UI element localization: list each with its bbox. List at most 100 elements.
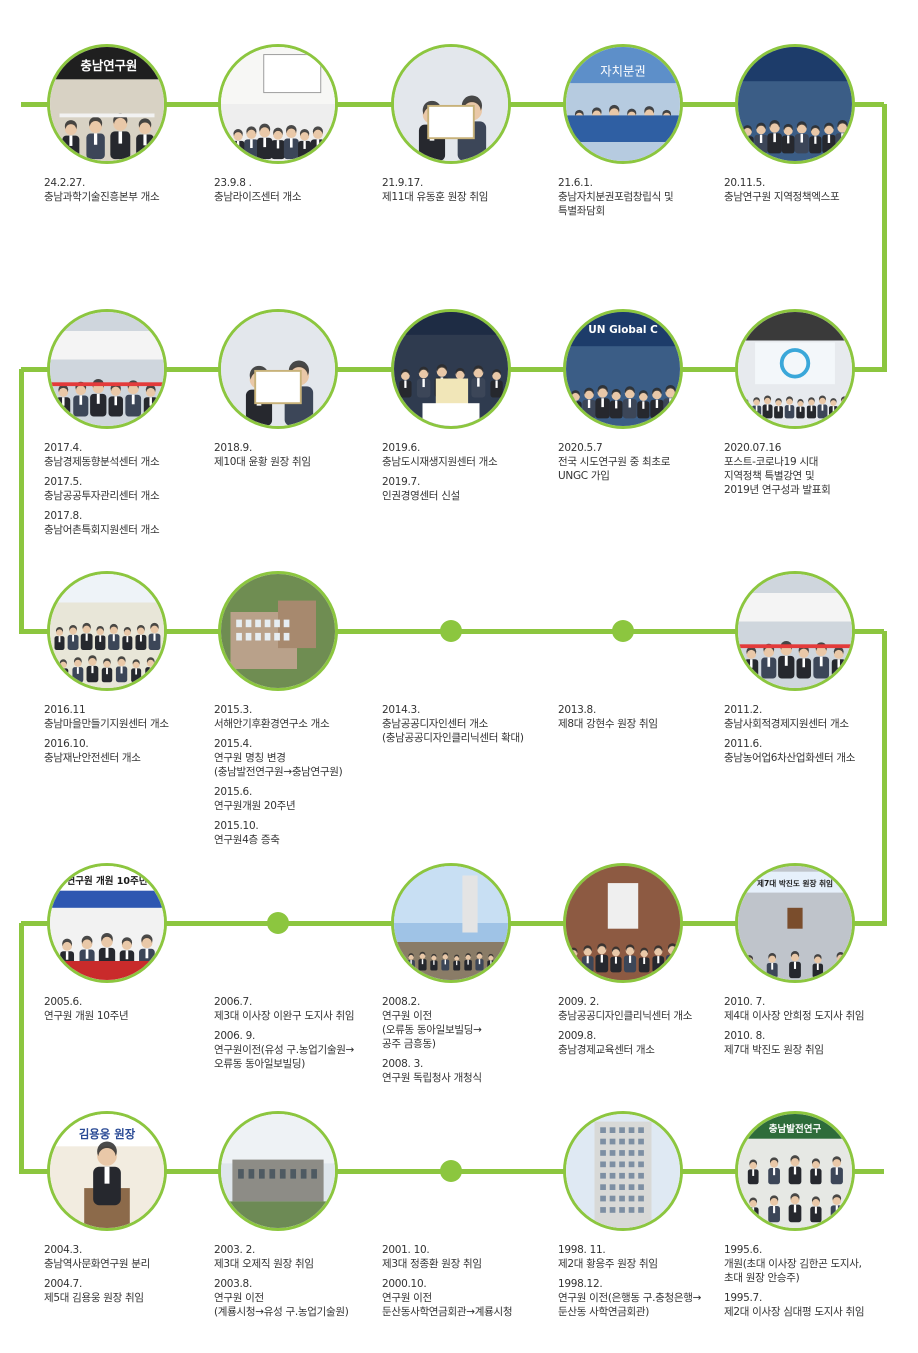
event-text: 충남농어업6차산업화센터 개소	[724, 752, 856, 764]
timeline-event: 21.9.17. 제11대 유동훈 원장 취임	[382, 176, 552, 210]
event-text: 제2대 황응주 원장 취임	[558, 1258, 658, 1270]
photo-building-aerial-icon	[218, 571, 338, 691]
timeline-entry: 2017.4.충남경제동향분석센터 개소	[44, 441, 214, 469]
event-date: 2019.6.	[382, 442, 420, 454]
event-date: 2015.4.	[214, 738, 252, 750]
photo-group-stage-icon	[735, 44, 855, 164]
timeline-event: 23.9.8 .충남라이즈센터 개소	[214, 176, 384, 210]
event-date: 2015.10.	[214, 820, 259, 832]
timeline-entry: 2015.4. 연구원 명칭 변경 (충남발전연구원→충남연구원)	[214, 737, 384, 779]
event-date: 2020.07.16	[724, 442, 782, 454]
event-date: 2015.6.	[214, 786, 252, 798]
timeline-entry: 2003. 2. 제3대 오제직 원장 취임	[214, 1243, 384, 1271]
event-text: 충남공공투자관리센터 개소	[44, 490, 160, 502]
timeline-entry: 2009. 2.충남공공디자인클리닉센터 개소	[558, 995, 728, 1023]
timeline-connector-left-1	[18, 369, 24, 634]
timeline-entry: 2020.07.16 포스트-코로나19 시대 지역정책 특별강연 및 2019년…	[724, 441, 894, 497]
photo-banner-group-icon: 자치분권	[563, 44, 683, 164]
event-date: 2013.8.	[558, 704, 596, 716]
event-text: 연구원 이전 (오류동 동아일보빌딩→ 공주 금흥동)	[382, 1010, 482, 1050]
event-date: 2020.5.7	[558, 442, 603, 454]
photo-ribbon-cutting-icon	[735, 571, 855, 691]
timeline-entry: 2006. 9.연구원이전(유성 구.농업기술원→ 오류동 동아일보빌딩)	[214, 1029, 384, 1071]
event-date: 2017.5.	[44, 476, 82, 488]
timeline-entry: 2000.10.연구원 이전 둔산동사학연금회관→계룡시청	[382, 1277, 552, 1319]
event-date: 21.9.17.	[382, 177, 424, 189]
photo-inauguration-hall-icon: 제7대 박진도 원장 취임	[735, 863, 855, 983]
timeline-entry: 2008. 3.연구원 독립청사 개청식	[382, 1057, 552, 1085]
photo-speech-podium-icon: 김용웅 원장	[47, 1111, 167, 1231]
event-text: 제10대 윤황 원장 취임	[214, 456, 311, 468]
event-date: 2019.7.	[382, 476, 420, 488]
svg-text:UN Global C: UN Global C	[588, 324, 658, 336]
event-text: 제5대 김용웅 원장 취임	[44, 1292, 144, 1304]
event-date: 1998.12.	[558, 1278, 603, 1290]
event-text: 제2대 이사장 심대평 도지사 취임	[724, 1306, 865, 1318]
timeline-event: 2015.3.서해안기후환경연구소 개소 2015.4. 연구원 명칭 변경 (충남…	[214, 703, 384, 853]
event-date: 23.9.8 .	[214, 177, 252, 189]
timeline-dot-marker	[612, 620, 634, 642]
event-text: 연구원개원 20주년	[214, 800, 296, 812]
timeline-event: 2009. 2.충남공공디자인클리닉센터 개소 2009.8.충남경제교육센터 개…	[558, 995, 728, 1063]
event-date: 2014.3.	[382, 704, 420, 716]
timeline-entry: 2017.5. 충남공공투자관리센터 개소	[44, 475, 214, 503]
timeline-entry: 2013.8.제8대 강현수 원장 취임	[558, 703, 728, 731]
event-text: 인권경영센터 신설	[382, 490, 460, 502]
photo-group-stage-icon: UN Global C	[563, 309, 683, 429]
event-text: 연구원 명칭 변경 (충남발전연구원→충남연구원)	[214, 752, 343, 778]
timeline-event: 2014.3.충남공공디자인센터 개소 (충남공공디자인클리닉센터 확대)	[382, 703, 552, 751]
timeline-event: 1998. 11. 제2대 황응주 원장 취임 1998.12. 연구원 이전(은행동…	[558, 1243, 728, 1325]
event-date: 2004.7.	[44, 1278, 82, 1290]
event-text: 포스트-코로나19 시대 지역정책 특별강연 및 2019년 연구성과 발표회	[724, 456, 831, 496]
timeline-entry: 23.9.8 .충남라이즈센터 개소	[214, 176, 384, 204]
event-date: 2006. 9.	[214, 1030, 256, 1042]
timeline-event: 2019.6.충남도시재생지원센터 개소 2019.7. 인권경영센터 신설	[382, 441, 552, 509]
timeline-event: 2008.2.연구원 이전 (오류동 동아일보빌딩→ 공주 금흥동)2008. …	[382, 995, 552, 1091]
event-date: 2004.3.	[44, 1244, 82, 1256]
timeline-entry: 2001. 10.제3대 정종환 원장 취임	[382, 1243, 552, 1271]
photo-cake-cutting-icon	[391, 309, 511, 429]
timeline-dot-marker	[267, 912, 289, 934]
event-text: 제3대 오제직 원장 취임	[214, 1258, 314, 1270]
timeline-entry: 1998. 11. 제2대 황응주 원장 취임	[558, 1243, 728, 1271]
timeline-event: 1995.6.개원(초대 이사장 김한곤 도지사, 초대 원장 안승주)1995…	[724, 1243, 894, 1325]
event-date: 2010. 8.	[724, 1030, 766, 1042]
event-text: 제3대 이사장 이완구 도지사 취임	[214, 1010, 355, 1022]
timeline-entry: 2006.7.제3대 이사장 이완구 도지사 취임	[214, 995, 384, 1023]
event-text: 제3대 정종환 원장 취임	[382, 1258, 482, 1270]
event-date: 1995.6.	[724, 1244, 762, 1256]
timeline-event: 2010. 7.제4대 이사장 안희정 도지사 취임 2010. 8. 제7대 박진…	[724, 995, 894, 1063]
event-text: 제11대 유동훈 원장 취임	[382, 191, 489, 203]
timeline-entry: 21.6.1.충남자치분권포럼창립식 및 특별좌담회	[558, 176, 728, 218]
timeline-entry: 1998.12. 연구원 이전(은행동 구.충청은행→ 둔산동 사학연금회관)	[558, 1277, 728, 1319]
timeline-entry: 1995.7.제2대 이사장 심대평 도지사 취임	[724, 1291, 894, 1319]
event-text: 연구원 개원 10주년	[44, 1010, 129, 1022]
photo-group-seated-icon	[47, 571, 167, 691]
timeline-entry: 2015.3.서해안기후환경연구소 개소	[214, 703, 384, 731]
timeline-entry: 2010. 7.제4대 이사장 안희정 도지사 취임	[724, 995, 894, 1023]
photo-ceremony-sign-icon: 충남연구원	[47, 44, 167, 164]
event-text: 연구원 이전(은행동 구.충청은행→ 둔산동 사학연금회관)	[558, 1292, 702, 1318]
event-text: 연구원 이전 (계룡시청→유성 구.농업기술원)	[214, 1292, 349, 1318]
timeline-entry: 2019.6.충남도시재생지원센터 개소	[382, 441, 552, 469]
svg-text:연구원 개원 10주년: 연구원 개원 10주년	[66, 875, 147, 887]
photo-tower-building-icon	[563, 1111, 683, 1231]
event-text: 연구원 독립청사 개청식	[382, 1072, 482, 1084]
event-text: 충남연구원 지역정책엑스포	[724, 191, 840, 203]
event-text: 충남재난안전센터 개소	[44, 752, 141, 764]
event-date: 1998. 11.	[558, 1244, 606, 1256]
timeline-entry: 2010. 8. 제7대 박진도 원장 취임	[724, 1029, 894, 1057]
event-date: 2003. 2.	[214, 1244, 256, 1256]
timeline-entry: 2009.8.충남경제교육센터 개소	[558, 1029, 728, 1057]
svg-text:김용웅 원장: 김용웅 원장	[79, 1127, 136, 1141]
event-text: 충남경제교육센터 개소	[558, 1044, 655, 1056]
event-text: 제7대 박진도 원장 취임	[724, 1044, 824, 1056]
timeline-entry: 2011.2.충남사회적경제지원센터 개소	[724, 703, 894, 731]
event-text: 충남어촌특회지원센터 개소	[44, 524, 160, 536]
timeline-entry: 2004.3.충남역사문화연구원 분리	[44, 1243, 214, 1271]
event-text: 연구원4층 증축	[214, 834, 280, 846]
